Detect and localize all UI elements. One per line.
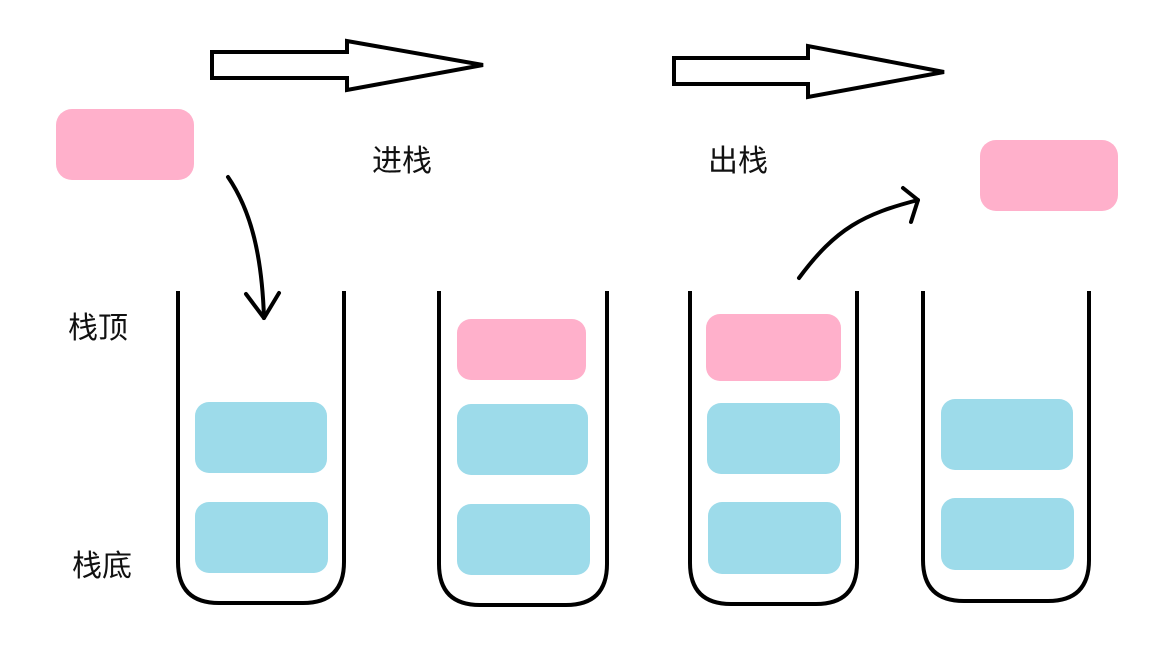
stack-4-element-top: [941, 399, 1073, 470]
stack-1-element-bottom: [195, 502, 328, 573]
stack-3-element-top: [706, 314, 841, 381]
stack-1: [176, 291, 346, 605]
stack-4: [921, 291, 1091, 603]
stack-2-element-top: [457, 319, 586, 380]
stack-2: [437, 291, 609, 607]
push-label: 进栈: [372, 144, 432, 179]
stack-3: [688, 291, 859, 606]
stack-3-element-middle: [707, 403, 840, 474]
pop-hollow-arrow: [672, 43, 945, 100]
push-hollow-arrow: [210, 38, 484, 93]
stack-2-element-middle: [457, 404, 588, 475]
stack-bottom-label: 栈底: [72, 549, 132, 584]
popped-element: [980, 140, 1118, 211]
pop-label: 出栈: [708, 144, 768, 179]
stack-top-label: 栈顶: [68, 311, 128, 346]
stack-4-container: [921, 291, 1091, 603]
pop-curve-arrowhead: [901, 186, 920, 224]
push-curve-arrowhead: [244, 291, 281, 320]
stack-4-element-bottom: [941, 498, 1074, 570]
pop-curve-arrow: [797, 198, 920, 280]
incoming-element: [56, 109, 194, 180]
stack-3-element-bottom: [708, 502, 841, 574]
stack-2-container: [437, 291, 609, 607]
stack-3-container: [688, 291, 859, 606]
stack-2-element-bottom: [457, 504, 590, 575]
push-curve-arrow: [226, 175, 266, 320]
stack-1-container: [176, 291, 346, 605]
stack-1-element-top: [195, 402, 327, 473]
